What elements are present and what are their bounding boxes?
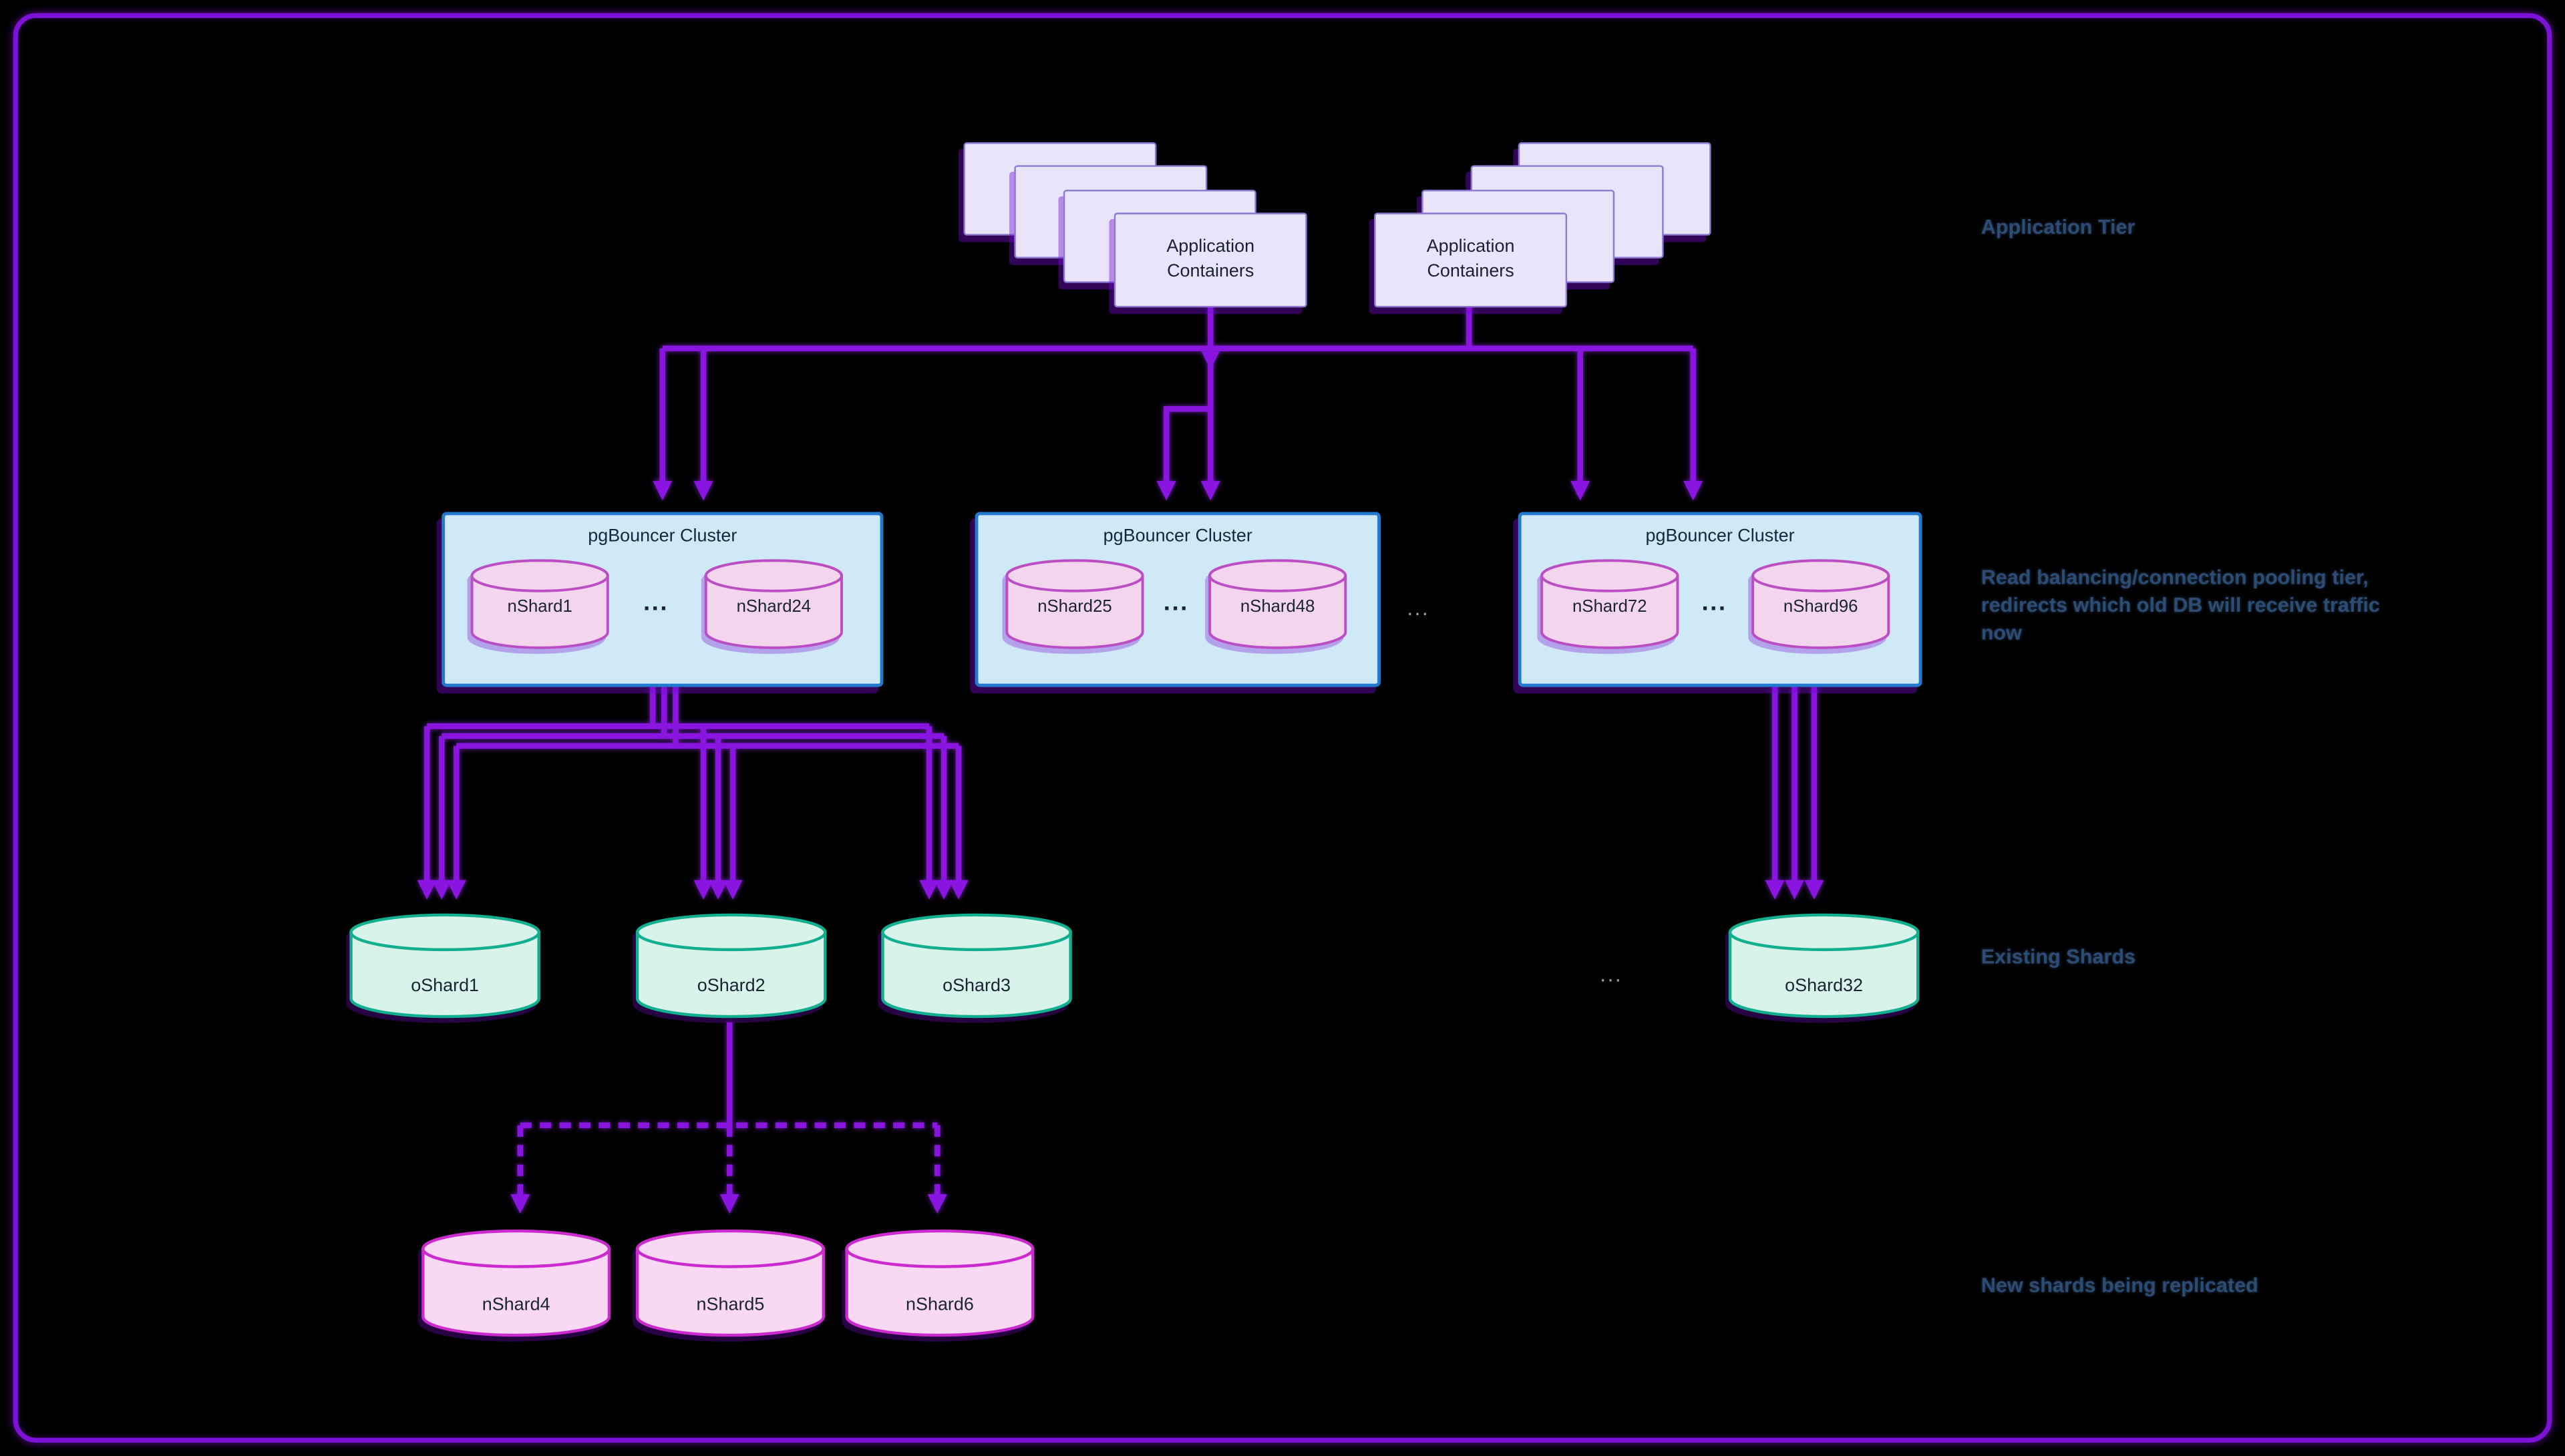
cluster-row-gap-ellipsis: ... — [1407, 595, 1430, 620]
db-label: oShard2 — [697, 976, 765, 996]
db-label: nShard4 — [482, 1295, 550, 1315]
annotation-application-tier: Application Tier — [1981, 216, 2135, 239]
db-cylinder-nshard1: nShard1 — [470, 558, 611, 651]
application-containers-node-1: Application Containers — [1114, 212, 1307, 308]
db-label: nShard24 — [736, 596, 812, 617]
cylinder-shape — [845, 1229, 1035, 1337]
db-cylinder-nshard72: nShard72 — [1539, 558, 1680, 651]
cluster3-ellipsis: ... — [1701, 588, 1727, 617]
cylinder-shape — [1540, 559, 1679, 649]
db-label: nShard6 — [906, 1295, 974, 1315]
db-cylinder-nshard6: nShard6 — [844, 1227, 1036, 1341]
annotation-new-shards: New shards being replicated — [1981, 1274, 2258, 1298]
pgbouncer-cluster-title: pgBouncer Cluster — [588, 526, 737, 546]
cylinder-shape — [1208, 559, 1347, 649]
application-containers-label: Application Containers — [1426, 237, 1515, 282]
purple-edges — [417, 307, 1824, 1214]
application-containers-label: Application Containers — [1166, 237, 1255, 282]
db-label: nShard96 — [1783, 596, 1858, 617]
db-cylinder-nshard4: nShard4 — [420, 1227, 612, 1341]
db-cylinder-oshard3: oShard3 — [880, 911, 1073, 1023]
pgbouncer-cluster-title: pgBouncer Cluster — [1103, 526, 1252, 546]
cluster2-ellipsis: ... — [1163, 588, 1189, 617]
db-cylinder-nshard24: nShard24 — [703, 558, 844, 651]
cylinder-shape — [635, 913, 827, 1019]
db-label: nShard48 — [1240, 596, 1315, 617]
bus-arrowhead — [1201, 351, 1220, 370]
db-label: oShard3 — [943, 976, 1011, 996]
cylinder-shape — [635, 1229, 826, 1337]
db-label: nShard25 — [1037, 596, 1112, 617]
cylinder-shape — [1728, 913, 1920, 1019]
db-label: nShard72 — [1572, 596, 1647, 617]
db-cylinder-oshard1: oShard1 — [349, 911, 542, 1023]
cylinder-shape — [421, 1229, 611, 1337]
cylinder-shape — [704, 559, 843, 649]
db-label: oShard1 — [411, 976, 480, 996]
db-cylinder-oshard32: oShard32 — [1727, 911, 1920, 1023]
db-label: nShard1 — [507, 596, 572, 617]
annotation-pgbouncer-tier: Read balancing/connection pooling tier, … — [1981, 564, 2390, 648]
annotation-existing-shards: Existing Shards — [1981, 945, 2136, 968]
shard-row-gap-ellipsis: ... — [1600, 962, 1623, 986]
db-cylinder-oshard2: oShard2 — [635, 911, 828, 1023]
cylinder-shape — [1751, 559, 1890, 649]
pgbouncer-cluster-title: pgBouncer Cluster — [1645, 526, 1795, 546]
annotation-pgbouncer-line1: Read balancing/connection pooling tier, — [1981, 566, 2369, 589]
diagram-border — [13, 13, 2552, 1443]
db-cylinder-nshard5: nShard5 — [635, 1227, 826, 1341]
db-label: oShard32 — [1785, 976, 1864, 996]
cylinder-shape — [1005, 559, 1144, 649]
cylinder-shape — [349, 913, 540, 1019]
application-containers-node-2: Application Containers — [1374, 212, 1568, 308]
cylinder-shape — [470, 559, 609, 649]
db-cylinder-nshard25: nShard25 — [1005, 558, 1146, 651]
annotation-pgbouncer-line2: redirects which old DB will receive traf… — [1981, 593, 2380, 617]
db-cylinder-nshard48: nShard48 — [1207, 558, 1348, 651]
cluster1-ellipsis: ... — [643, 588, 669, 617]
annotation-pgbouncer-line3: now — [1981, 621, 2022, 645]
cylinder-shape — [881, 913, 1072, 1019]
db-label: nShard5 — [696, 1295, 765, 1315]
db-cylinder-nshard96: nShard96 — [1750, 558, 1891, 651]
